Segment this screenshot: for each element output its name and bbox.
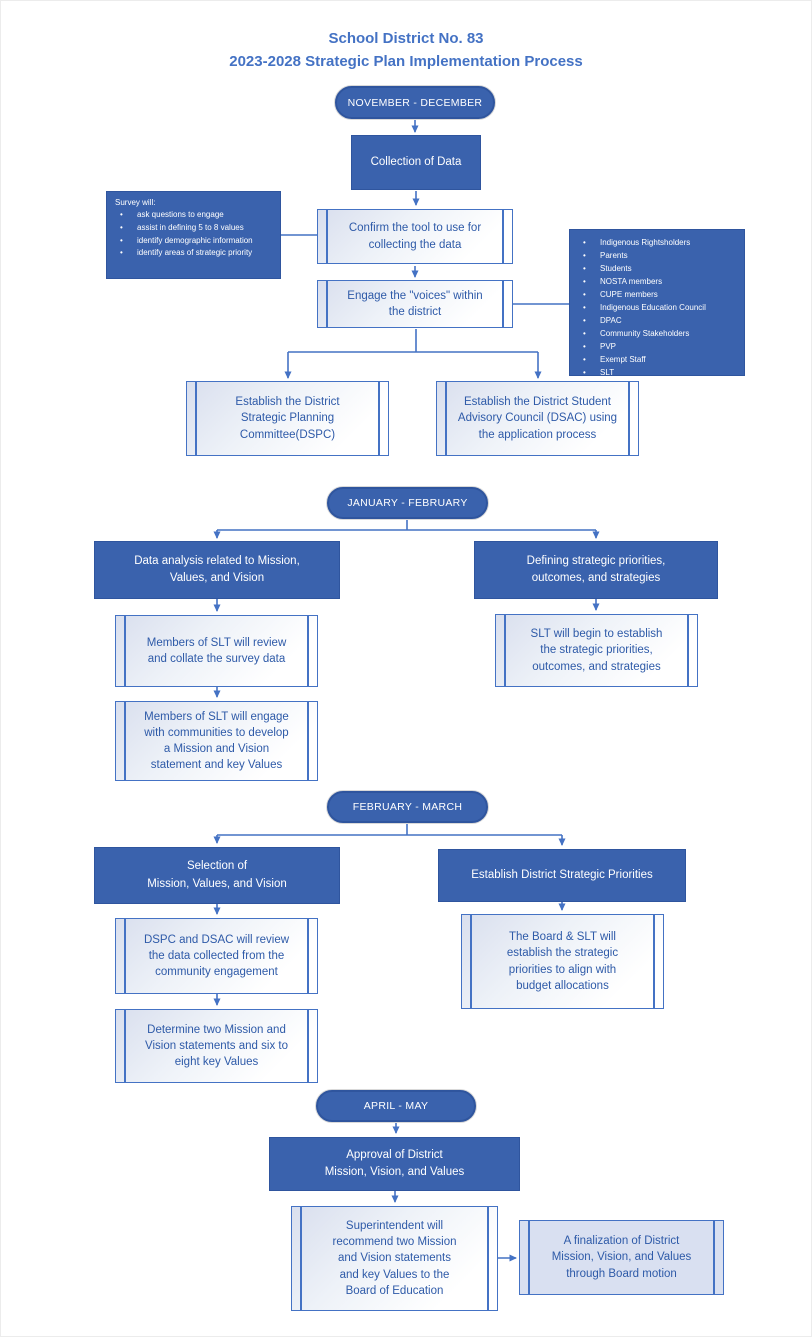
voices-note-list: Indigenous RightsholdersParentsStudentsN…: [570, 237, 744, 379]
phase-pill-november-december: NOVEMBER - DECEMBER: [335, 86, 495, 119]
list-item: Indigenous Rightsholders: [570, 237, 738, 250]
survey-note-heading: Survey will:: [115, 198, 156, 207]
list-item: Parents: [570, 250, 738, 263]
step-superintendent: Superintendent will recommend two Missio…: [291, 1206, 498, 1311]
list-item: ask questions to engage: [107, 210, 264, 221]
voices-note: Indigenous RightsholdersParentsStudentsN…: [569, 229, 745, 379]
page-title: School District No. 83: [328, 30, 484, 47]
step-data-analysis: Data analysis related to Mission, Values…: [94, 541, 340, 599]
list-item: PVP: [570, 341, 738, 354]
step-board-slt: The Board & SLT will establish the strat…: [461, 914, 664, 1009]
step-selection: Selection of Mission, Values, and Vision: [94, 847, 340, 904]
step-confirm-tool: Confirm the tool to use for collecting t…: [317, 209, 513, 264]
step-collection-of-data: Collection of Data: [351, 135, 481, 190]
step-establish-dspc: Establish the District Strategic Plannin…: [186, 381, 389, 456]
list-item: Indigenous Education Council: [570, 302, 738, 315]
phase-pill-february-march: FEBRUARY - MARCH: [327, 791, 488, 823]
list-item: Community Stakeholders: [570, 328, 738, 341]
step-slt-begin: SLT will begin to establish the strategi…: [495, 614, 698, 687]
step-establish-dsac: Establish the District Student Advisory …: [436, 381, 639, 456]
step-slt-engage: Members of SLT will engage with communit…: [115, 701, 318, 781]
survey-note: Survey will: ask questions to engage assi…: [106, 191, 281, 279]
step-engage-voices: Engage the "voices" within the district: [317, 280, 513, 328]
phase-pill-january-february: JANUARY - FEBRUARY: [327, 487, 488, 519]
step-defining-priorities: Defining strategic priorities, outcomes,…: [474, 541, 718, 599]
list-item: Exempt Staff: [570, 354, 738, 367]
step-determine: Determine two Mission and Vision stateme…: [115, 1009, 318, 1083]
list-item: DPAC: [570, 315, 738, 328]
title-block: School District No. 83 2023-2028 Strateg…: [1, 27, 811, 73]
list-item: assist in defining 5 to 8 values: [107, 223, 264, 234]
step-establish-district-priorities: Establish District Strategic Priorities: [438, 849, 686, 902]
survey-note-list: ask questions to engage assist in definin…: [107, 210, 280, 259]
list-item: identify demographic information: [107, 236, 264, 247]
step-finalization: A finalization of District Mission, Visi…: [519, 1220, 724, 1295]
step-dspc-dsac-review: DSPC and DSAC will review the data colle…: [115, 918, 318, 994]
list-item: NOSTA members: [570, 276, 738, 289]
phase-pill-april-may: APRIL - MAY: [316, 1090, 476, 1122]
page-subtitle: 2023-2028 Strategic Plan Implementation …: [229, 53, 583, 70]
step-slt-review: Members of SLT will review and collate t…: [115, 615, 318, 687]
list-item: CUPE members: [570, 289, 738, 302]
list-item: Students: [570, 263, 738, 276]
step-approval: Approval of District Mission, Vision, an…: [269, 1137, 520, 1191]
list-item: identify areas of strategic priority: [107, 248, 264, 259]
list-item: SLT: [570, 367, 738, 380]
